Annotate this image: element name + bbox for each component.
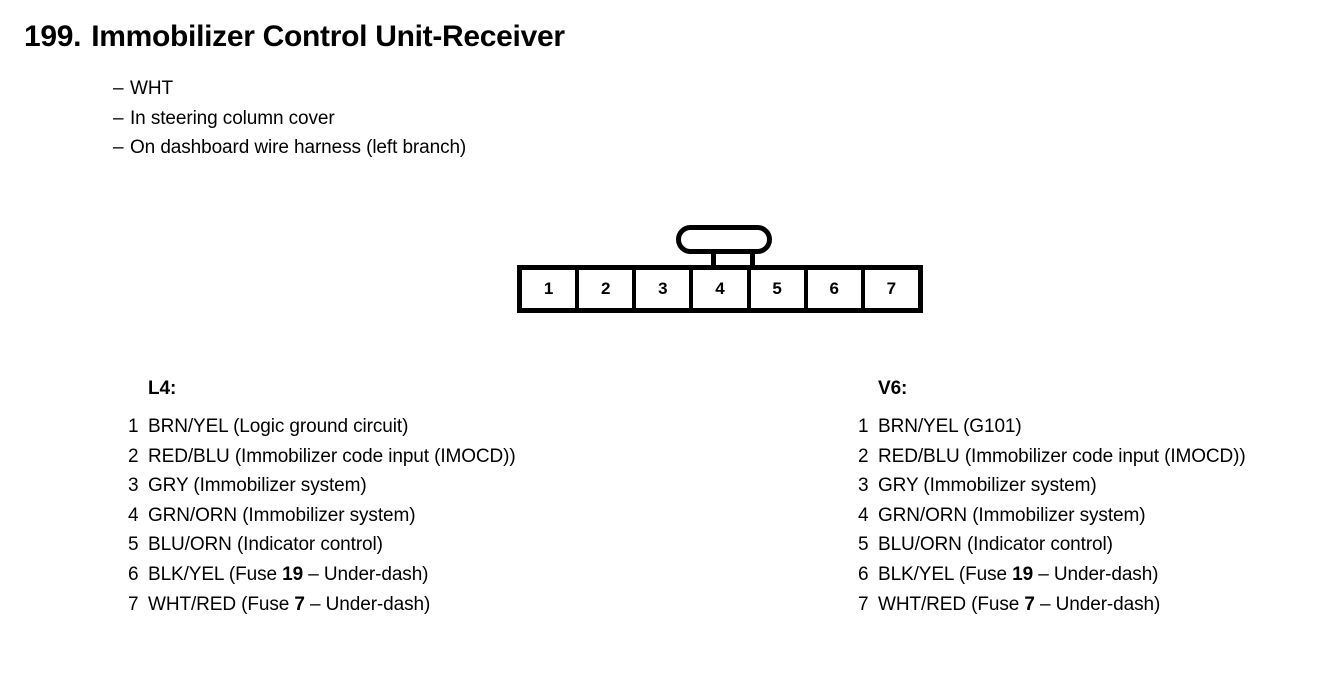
header-note: –On dashboard wire harness (left branch) [113,133,466,163]
pin-row: 2 RED/BLU (Immobilizer code input (IMOCD)… [858,442,1246,472]
pin-row-index: 6 [858,563,869,585]
pin-row-description: BRN/YEL (Logic ground circuit) [148,416,409,437]
header-note-text: On dashboard wire harness (left branch) [130,137,467,158]
pin-row: 5 BLU/ORN (Indicator control) [858,530,1246,560]
pin-row-description-tail: – Under-dash) [303,563,429,585]
pin-row-index: 5 [128,534,139,556]
pin-row-description: GRN/ORN (Immobilizer system) [148,504,416,526]
pin-row: 6 BLK/YEL (Fuse 19 – Under-dash) [858,560,1246,590]
header-note: –In steering column cover [113,104,466,134]
pin-row-description: GRN/ORN (Immobilizer system) [878,504,1146,526]
pin-row-description: WHT/RED (Fuse [878,593,1025,615]
header-note: –WHT [113,74,466,104]
pin-row-description-tail: – Under-dash) [1033,563,1159,585]
connector-pin-6: 6 [807,270,865,308]
pin-row-index: 1 [128,416,139,437]
pin-row: 3 GRY (Immobilizer system) [858,471,1246,501]
pin-row-index: 6 [128,563,139,585]
pin-row: 2 RED/BLU (Immobilizer code input (IMOCD)… [128,442,516,472]
pin-row-index: 2 [128,445,139,467]
pin-row-description: BLU/ORN (Indicator control) [878,534,1113,556]
header-note-text: In steering column cover [130,107,335,129]
dash-bullet-icon: – [113,107,124,129]
pin-row-description: GRY (Immobilizer system) [878,475,1097,497]
pin-row-index: 3 [858,475,869,497]
pin-row-description: BLK/YEL (Fuse [878,563,1013,585]
connector-pin-5: 5 [750,270,808,308]
pin-row-index: 1 [858,416,869,437]
page-title-text: Immobilizer Control Unit-Receiver [91,20,565,53]
connector-pin-3: 3 [636,270,694,308]
pin-row-description-tail: – Under-dash) [304,593,431,615]
dash-bullet-icon: – [113,78,124,99]
latch-stem-right [750,249,755,270]
pin-row-description: BRN/YEL (G101) [878,416,1022,437]
pin-row: 4 GRN/ORN (Immobilizer system) [128,501,516,531]
latch-outline [676,225,772,254]
connector-pin-4: 4 [693,270,751,308]
pinout-heading-v6: V6: [878,378,908,399]
pin-row-index: 5 [858,534,869,556]
header-note-text: WHT [130,78,173,99]
pin-row: 5 BLU/ORN (Indicator control) [128,530,516,560]
pin-row: 4 GRN/ORN (Immobilizer system) [858,501,1246,531]
pin-row-index: 7 [858,593,869,615]
pin-row-index: 4 [128,504,139,526]
page-title: 199. Immobilizer Control Unit-Receiver [24,20,565,54]
pin-row-description: BLU/ORN (Indicator control) [148,534,383,556]
pin-row-description: GRY (Immobilizer system) [148,475,367,497]
pin-row-fuse-number: 19 [1012,563,1034,585]
pin-row-fuse-number: 7 [294,593,305,615]
pin-row-description: BLK/YEL (Fuse [148,563,283,585]
pinout-heading-l4: L4: [148,378,177,399]
pin-row-description-tail: – Under-dash) [1034,593,1161,615]
pin-row-index: 4 [858,504,869,526]
connector-pin-2: 2 [579,270,637,308]
latch-tab-icon [676,225,772,270]
dash-bullet-icon: – [113,137,124,158]
pinout-column-l4: L4: 1 BRN/YEL (Logic ground circuit) 2 RED/B… [128,378,516,619]
pin-row-fuse-number: 19 [282,563,304,585]
pinout-column-v6: V6: 1 BRN/YEL (G101) 2 RED/BLU (Immobilizer … [858,378,1246,619]
pin-row: 6 BLK/YEL (Fuse 19 – Under-dash) [128,560,516,590]
connector-pin-1: 1 [522,270,580,308]
pin-row-description: RED/BLU (Immobilizer code input (IMOCD)) [148,445,516,467]
pin-row-description: RED/BLU (Immobilizer code input (IMOCD)) [878,445,1246,467]
pin-row: 3 GRY (Immobilizer system) [128,471,516,501]
connector-pin-7: 7 [864,270,918,308]
pin-row: 1 BRN/YEL (Logic ground circuit) [128,412,516,442]
latch-stem-left [711,249,716,270]
pin-row-index: 3 [128,475,139,497]
pin-row: 1 BRN/YEL (G101) [858,412,1246,442]
pin-row-index: 2 [858,445,869,467]
header-notes-list: –WHT–In steering column cover–On dashboa… [113,74,466,163]
pin-row-index: 7 [128,593,139,615]
page-title-number: 199. [24,20,82,53]
pin-row-fuse-number: 7 [1024,593,1035,615]
pin-row-description: WHT/RED (Fuse [148,593,295,615]
